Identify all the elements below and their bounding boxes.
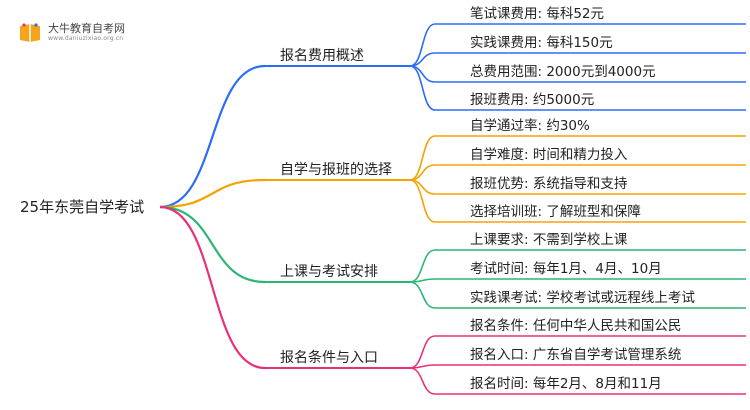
branch-to-leaf-connector: [409, 179, 436, 223]
branch-to-leaf-connector: [409, 135, 436, 181]
branch-to-leaf-connector: [409, 367, 436, 395]
watermark-logo: 大牛教育自考网 www.daniuzixiao.org.cn: [18, 18, 158, 48]
root-node-label: 25年东莞自学考试: [20, 198, 144, 216]
branch-node-label: 上课与考试安排: [280, 264, 378, 280]
root-to-branch-connector: [159, 64, 266, 209]
leaf-node-label: 报名时间: 每年2月、8月和11月: [470, 376, 662, 392]
leaf-node-label: 报班优势: 系统指导和支持: [470, 176, 627, 192]
watermark-title: 大牛教育自考网: [48, 22, 125, 35]
leaf-node-label: 考试时间: 每年1月、4月、10月: [470, 261, 662, 277]
leaf-node-label: 报名入口: 广东省自学考试管理系统: [470, 347, 681, 363]
leaf-node-label: 自学通过率: 约30%: [470, 117, 590, 134]
leaf-node-label: 上课要求: 不需到学校上课: [470, 231, 628, 248]
leaf-node-label: 笔试课费用: 每科52元: [470, 6, 604, 22]
leaf-node-label: 报名条件: 任何中华人民共和国公民: [470, 317, 681, 334]
leaf-node-label: 总费用范围: 2000元到4000元: [470, 64, 656, 80]
branch-node-label: 自学与报班的选择: [280, 162, 392, 178]
leaf-node-label: 报班费用: 约5000元: [470, 92, 594, 108]
branch-to-leaf-connector: [409, 23, 436, 67]
branch-to-leaf-connector: [409, 249, 436, 283]
leaf-node-label: 实践课费用: 每科150元: [470, 35, 613, 51]
branch-to-leaf-connector: [409, 281, 436, 309]
branch-to-leaf-connector: [409, 335, 436, 369]
branch-node-label: 报名费用概述: [280, 48, 364, 64]
leaf-node-label: 选择培训班: 了解班型和保障: [470, 204, 641, 220]
book-icon: [20, 23, 40, 42]
branch-to-leaf-connector: [409, 65, 436, 83]
root-to-branch-connector: [159, 178, 266, 209]
leaf-node-label: 实践课考试: 学校考试或远程线上考试: [470, 289, 695, 306]
root-to-branch-connector: [159, 205, 266, 284]
root-to-branch-connector: [159, 205, 266, 370]
mindmap-edges: [159, 23, 746, 395]
branch-node-label: 报名条件与入口: [280, 349, 378, 366]
watermark-url: www.daniuzixiao.org.cn: [48, 35, 124, 42]
branch-to-leaf-connector: [409, 65, 436, 111]
leaf-node-label: 自学难度: 时间和精力投入: [470, 147, 628, 163]
